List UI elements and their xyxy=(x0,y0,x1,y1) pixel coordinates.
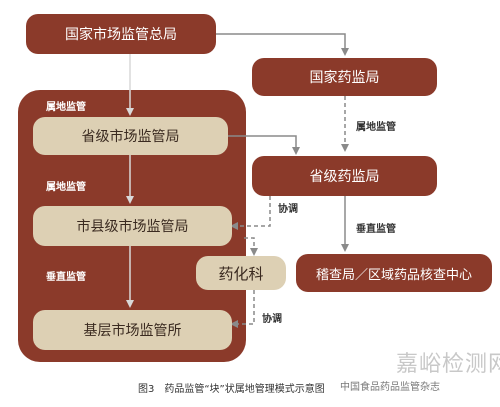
node-inspection: 稽查局／区域药品核查中心 xyxy=(296,254,492,292)
label-container-mid: 属地监管 xyxy=(46,182,86,193)
arrow-prov-market-to-prov-drug xyxy=(228,135,300,155)
coord-yaohuake-to-grassroots xyxy=(230,290,255,328)
arrow-samr-to-nmpa xyxy=(216,33,349,56)
node-yaohuake: 药化科 xyxy=(196,256,286,290)
label-prov-to-inspection: 垂直监管 xyxy=(356,224,396,235)
label-nmpa-to-prov: 属地监管 xyxy=(356,122,396,133)
node-prov-drug: 省级药监局 xyxy=(252,156,437,196)
label-container-bottom: 垂直监管 xyxy=(46,272,86,283)
label-container-top: 属地监管 xyxy=(46,102,86,113)
coord-prov-drug-to-county xyxy=(230,196,271,230)
watermark-main: 嘉峪检测网 xyxy=(396,352,500,377)
node-nmpa: 国家药监局 xyxy=(252,58,437,96)
node-samr: 国家市场监管总局 xyxy=(26,14,216,54)
node-county: 市县级市场监管局 xyxy=(33,206,232,246)
node-grassroots: 基层市场监管所 xyxy=(33,310,232,350)
arrow-county-to-yaohuake xyxy=(244,237,258,256)
watermark-sub: 中国食品药品监管杂志 xyxy=(340,382,440,393)
label-coord-upper: 协调 xyxy=(278,204,298,215)
figure-caption: 图3 药品监管“块”状属地管理模式示意图 xyxy=(138,384,325,395)
node-prov-market: 省级市场监管局 xyxy=(33,117,228,155)
label-coord-lower: 协调 xyxy=(262,314,282,325)
